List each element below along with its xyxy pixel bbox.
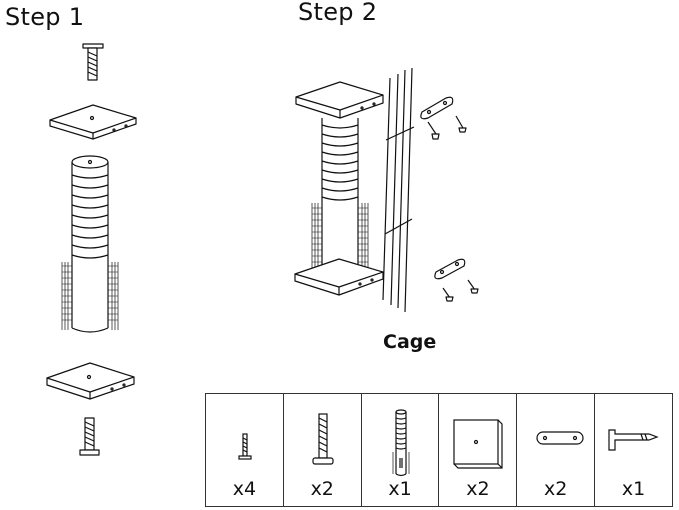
top-bolt-icon <box>82 43 104 81</box>
part-bracket-plate: x2 <box>517 394 596 506</box>
spring-post-icon <box>392 409 410 477</box>
part-long-bolt: x2 <box>284 394 362 506</box>
part-l-hook: x1 <box>595 394 672 506</box>
cage-bars-icon <box>382 67 415 313</box>
top-platform-icon <box>49 104 137 140</box>
step-2-title: Step 2 <box>298 0 378 26</box>
parts-list: x4 x2 x1 x2 <box>205 393 673 507</box>
cage-top-platform-icon <box>295 81 384 119</box>
l-hook-icon <box>608 429 659 451</box>
spring-post-icon <box>61 155 119 333</box>
small-screw-icon <box>238 433 252 460</box>
top-screw-icon <box>427 115 467 140</box>
part-square-platform: x2 <box>439 394 518 506</box>
part-qty: x2 <box>466 478 490 500</box>
top-bracket-icon <box>420 96 454 120</box>
part-small-screw: x4 <box>206 394 284 506</box>
part-qty: x2 <box>310 478 334 500</box>
cage-spring-post-icon <box>311 118 369 275</box>
part-qty: x2 <box>544 478 568 500</box>
part-qty: x1 <box>621 478 646 500</box>
bracket-plate-icon <box>536 431 584 445</box>
square-platform-icon <box>453 419 504 469</box>
part-qty: x1 <box>388 478 412 500</box>
step-1-title: Step 1 <box>5 3 85 31</box>
bottom-bracket-icon <box>434 258 466 280</box>
part-qty: x4 <box>232 478 257 500</box>
bottom-bolt-icon <box>79 417 100 456</box>
long-bolt-icon <box>312 413 334 465</box>
bottom-platform-icon <box>46 362 135 400</box>
cage-bottom-platform-icon <box>294 258 384 296</box>
part-spring-post: x1 <box>362 394 440 506</box>
cage-label: Cage <box>383 331 437 353</box>
bottom-screw-icon <box>442 279 479 302</box>
